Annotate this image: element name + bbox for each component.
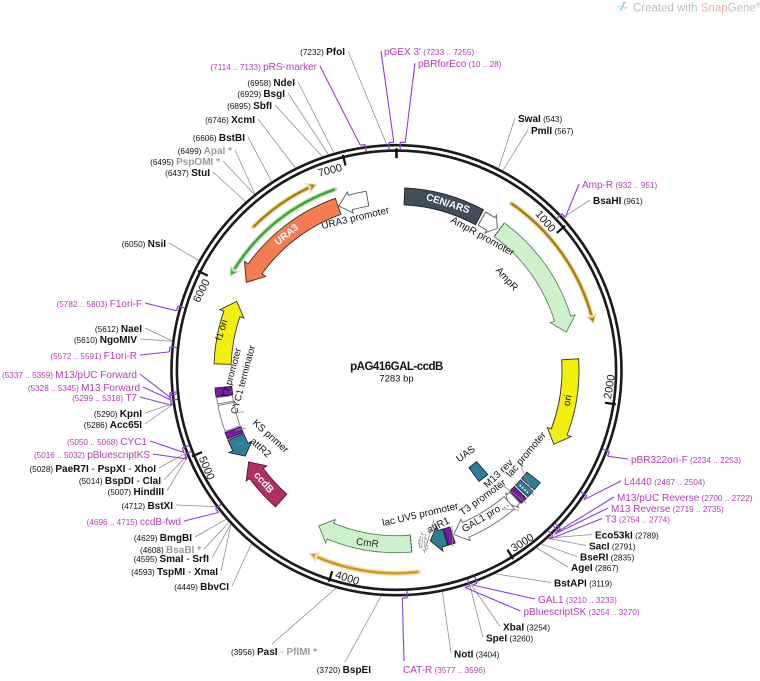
svg-text:pBR322ori-F (2234 .. 2253): pBR322ori-F (2234 .. 2253): [631, 455, 741, 466]
svg-text:pBRforEco (10 .. 28): pBRforEco (10 .. 28): [418, 59, 502, 70]
svg-text:CAT-R (3577 .. 3596): CAT-R (3577 .. 3596): [403, 665, 486, 676]
svg-text:(6437) StuI: (6437) StuI: [165, 168, 210, 179]
svg-text:NotI (3404): NotI (3404): [454, 650, 500, 661]
svg-text:L4440 (2487 .. 2504): L4440 (2487 .. 2504): [624, 477, 705, 488]
svg-text:(6746) XcmI: (6746) XcmI: [205, 115, 255, 126]
svg-text:(5016 .. 5032) pBluescriptKS: (5016 .. 5032) pBluescriptKS: [34, 450, 150, 461]
svg-text:(4696 .. 4715) ccdB-fwd: (4696 .. 4715) ccdB-fwd: [87, 517, 181, 528]
svg-text:XbaI (3254): XbaI (3254): [503, 623, 550, 634]
svg-text:(5028) PaeR7I - PspXI - XhoI: (5028) PaeR7I - PspXI - XhoI: [29, 464, 156, 475]
svg-text:(4449) BbvCI: (4449) BbvCI: [174, 582, 229, 593]
svg-text:SwaI (543): SwaI (543): [518, 114, 562, 125]
svg-text:Eco53kI (2789): Eco53kI (2789): [595, 531, 659, 542]
svg-text:(6929) BsgI: (6929) BsgI: [237, 89, 285, 100]
svg-text:(5286) Acc65I: (5286) Acc65I: [84, 420, 142, 431]
svg-text:(5610) NgoMIV: (5610) NgoMIV: [74, 335, 138, 346]
svg-text:(5014) BspDI - ClaI: (5014) BspDI - ClaI: [79, 476, 161, 487]
svg-text:(6050) NsiI: (6050) NsiI: [122, 239, 167, 250]
svg-text:pGEX 3' (7233 .. 7255): pGEX 3' (7233 .. 7255): [384, 47, 474, 58]
svg-text:BstAPI (3119): BstAPI (3119): [554, 579, 612, 590]
svg-text:(4595) SmaI - SrfI: (4595) SmaI - SrfI: [134, 554, 210, 565]
svg-text:(6895) SbfI: (6895) SbfI: [227, 101, 272, 112]
svg-text:(7114 .. 7133) pRS-marker: (7114 .. 7133) pRS-marker: [210, 62, 317, 73]
svg-text:(5782 .. 5803) F1ori-F: (5782 .. 5803) F1ori-F: [57, 299, 143, 310]
svg-text:(6958) NdeI: (6958) NdeI: [247, 78, 295, 89]
svg-text:BseRI (2835): BseRI (2835): [580, 553, 635, 564]
svg-text:(3956) PasI - PflMI *: (3956) PasI - PflMI *: [231, 647, 317, 658]
svg-text:Amp-R (932 .. 951): Amp-R (932 .. 951): [582, 180, 658, 191]
svg-text:(6499) ApaI *: (6499) ApaI *: [178, 146, 232, 157]
svg-text:(6495) PspOMI *: (6495) PspOMI *: [150, 157, 220, 168]
svg-text:SpeI (3260): SpeI (3260): [486, 634, 533, 645]
svg-text:(6606) BstBI: (6606) BstBI: [193, 133, 245, 144]
svg-text:(5612) NaeI: (5612) NaeI: [95, 324, 142, 335]
svg-text:PmlI (567): PmlI (567): [531, 126, 574, 137]
svg-text:(3720) BspEI: (3720) BspEI: [317, 665, 372, 676]
svg-text:(4629) BmgBI: (4629) BmgBI: [134, 533, 192, 544]
svg-text:T3 (2754 .. 2774): T3 (2754 .. 2774): [605, 515, 670, 526]
svg-text:AgeI (2867): AgeI (2867): [571, 563, 619, 574]
svg-text:(7232) PfoI: (7232) PfoI: [300, 47, 345, 58]
svg-text:(5328 .. 5345) M13 Forward: (5328 .. 5345) M13 Forward: [28, 383, 140, 394]
svg-text:(5290) KpnI: (5290) KpnI: [94, 409, 142, 420]
svg-text:M13/pUC Reverse (2700 .. 2722: M13/pUC Reverse (2700 .. 2722): [617, 493, 753, 504]
svg-text:7283 bp: 7283 bp: [379, 374, 413, 385]
svg-text:pAG416GAL-ccdB: pAG416GAL-ccdB: [350, 361, 443, 373]
svg-text:Created with SnapGene®: Created with SnapGene®: [633, 1, 760, 15]
svg-text:(5050 .. 5068) CYC1: (5050 .. 5068) CYC1: [67, 437, 147, 448]
svg-text:(5299 .. 5318) T7: (5299 .. 5318) T7: [72, 393, 137, 404]
svg-text:(4593) TspMI - XmaI: (4593) TspMI - XmaI: [131, 567, 218, 578]
svg-text:M13 Reverse (2719 .. 2735): M13 Reverse (2719 .. 2735): [611, 504, 724, 515]
svg-text:SacI (2791): SacI (2791): [589, 542, 636, 553]
svg-text:BsaHI (961): BsaHI (961): [593, 196, 643, 207]
svg-text:(4712) BstXI: (4712) BstXI: [121, 501, 173, 512]
svg-text:pBluescriptSK (3254 .. 3270): pBluescriptSK (3254 .. 3270): [524, 607, 640, 618]
svg-text:(5337 .. 5359) M13/pUC Forwar: (5337 .. 5359) M13/pUC Forward: [2, 370, 137, 381]
svg-text:ori: ori: [562, 394, 575, 407]
svg-text:(5572 .. 5591) F1ori-R: (5572 .. 5591) F1ori-R: [50, 351, 137, 362]
svg-text:GAL1 (3210 .. 3233): GAL1 (3210 .. 3233): [538, 595, 617, 606]
svg-text:(5007) HindIII: (5007) HindIII: [107, 487, 164, 498]
